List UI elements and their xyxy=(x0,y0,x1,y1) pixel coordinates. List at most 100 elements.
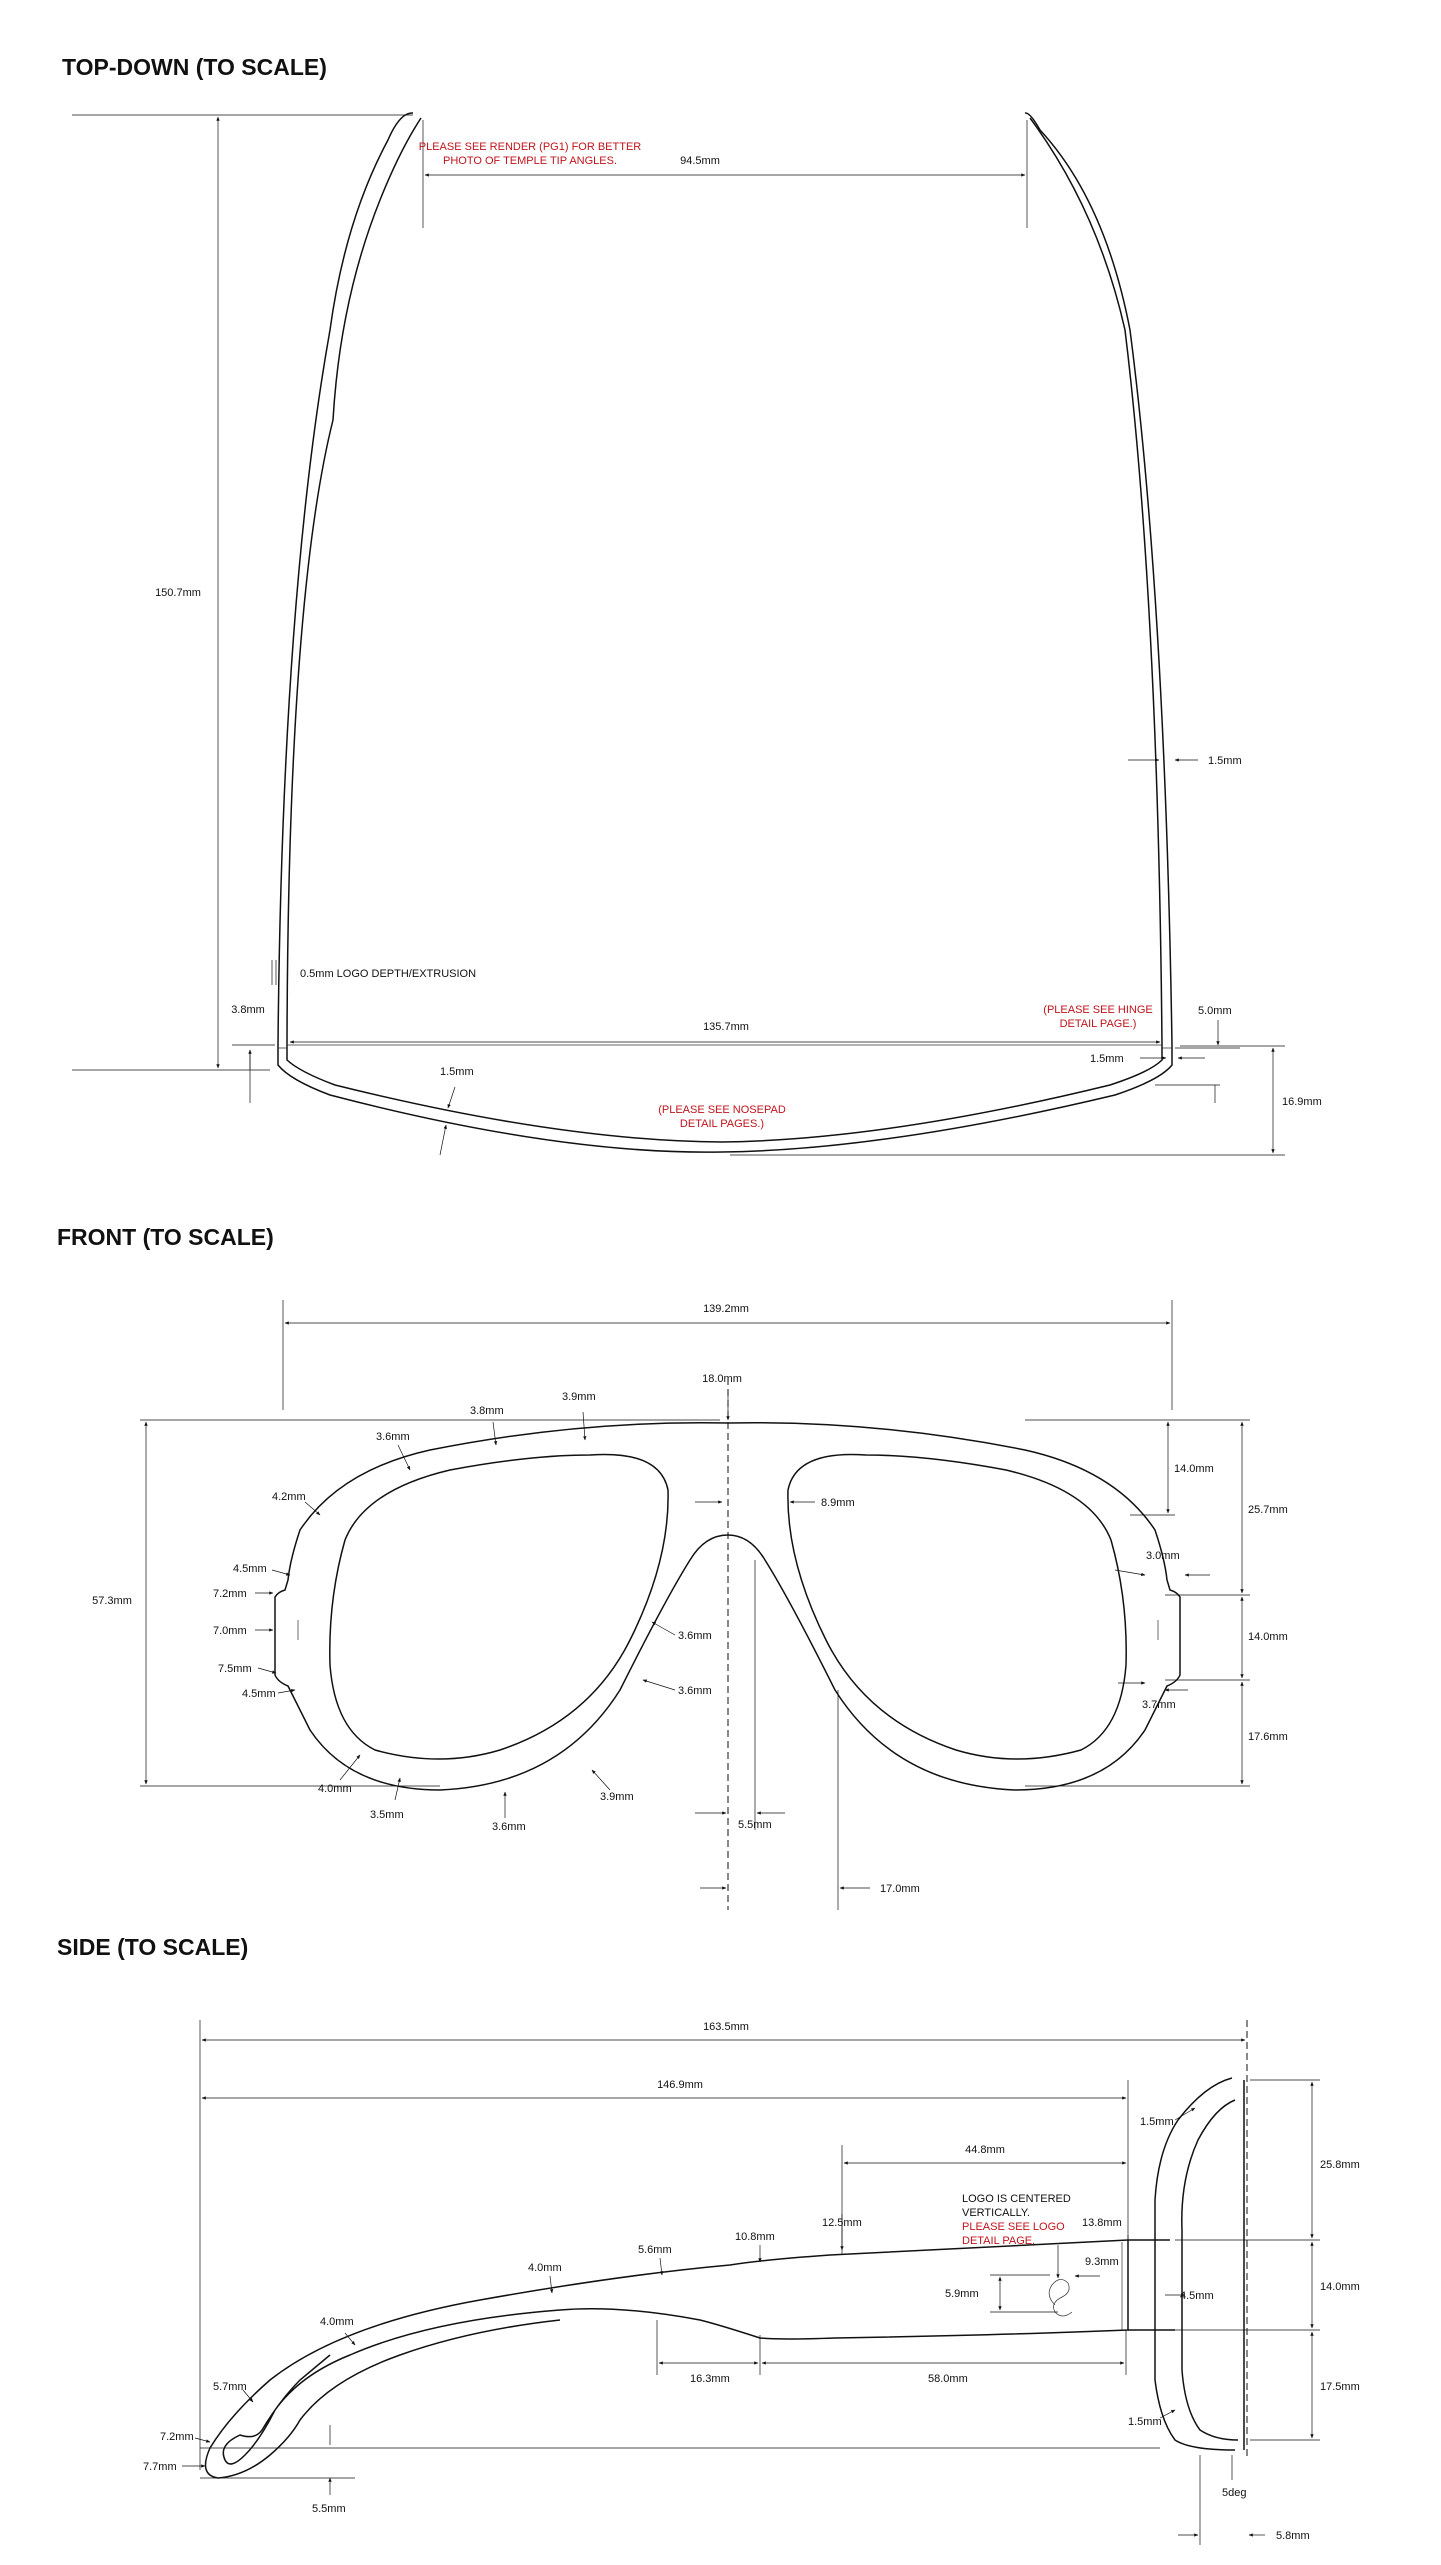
dim-1-5-label: 1.5mm xyxy=(1140,2116,1174,2128)
s59-label: 5.9mm xyxy=(945,2288,979,2300)
dim-overall-width-label: 139.2mm xyxy=(703,1303,749,1315)
top-down-view: TOP-DOWN (TO SCALE) 94.5mm PLEASE SEE RE… xyxy=(62,54,1322,1156)
front-view-title: FRONT (TO SCALE) xyxy=(57,1224,274,1250)
dim-right-stack: 14.0mm 25.7mm 14.0mm 17.6mm xyxy=(1025,1419,1288,1787)
dim-front-thickness: 1.5mm xyxy=(439,1066,474,1156)
s45-label: 4.5mm xyxy=(1180,2290,1214,2302)
top-down-title: TOP-DOWN (TO SCALE) xyxy=(62,54,327,80)
s93-label: 9.3mm xyxy=(1085,2256,1119,2268)
dim-44-label: 44.8mm xyxy=(965,2144,1005,2156)
dim-top-right-label: 14.0mm xyxy=(1174,1463,1214,1475)
s77-label: 7.7mm xyxy=(143,2461,177,2473)
s138-label: 13.8mm xyxy=(1082,2217,1122,2229)
s15b-arrow xyxy=(1159,2409,1176,2419)
thickness-label-8: 7.5mm xyxy=(218,1663,252,1675)
thickness-label-7: 7.0mm xyxy=(213,1625,247,1637)
dim-hinge-right-label: 5.0mm xyxy=(1198,1005,1232,1017)
s125-label: 12.5mm xyxy=(822,2217,862,2229)
side-view-title: SIDE (TO SCALE) xyxy=(57,1934,248,1960)
dim-length: 150.7mm xyxy=(72,114,413,1071)
dim-length-label: 150.7mm xyxy=(155,587,201,599)
thickness-label-18: 3.7mm xyxy=(1142,1699,1176,1711)
side-thickness-callouts: 12.5mm 13.8mm 10.8mm 5.6mm 4.0mm 4.0mm 5… xyxy=(143,2214,1160,2515)
thickness-label-17: 3.0mm xyxy=(1146,1550,1180,1562)
dim-lens-offset-label: 17.0mm xyxy=(880,1883,920,1895)
note-logo-line3: PLEASE SEE LOGO xyxy=(962,2221,1065,2233)
dim-height: 57.3mm xyxy=(92,1419,720,1787)
s163-label: 16.3mm xyxy=(690,2373,730,2385)
front-frame-outline xyxy=(274,1378,1181,1910)
thickness-label-14: 3.6mm xyxy=(678,1685,712,1697)
dim-height-label: 57.3mm xyxy=(92,1595,132,1607)
thickness-label-1: 3.8mm xyxy=(470,1405,504,1417)
dim-logo-depth: 0.5mm LOGO DEPTH/EXTRUSION xyxy=(271,960,476,985)
dim-depth: 16.9mm xyxy=(730,1045,1322,1156)
thickness-label-11: 3.5mm xyxy=(370,1809,404,1821)
s56-label: 5.6mm xyxy=(638,2244,672,2256)
note-logo-line1: LOGO IS CENTERED xyxy=(962,2193,1071,2205)
dim-258-label: 25.8mm xyxy=(1320,2159,1360,2171)
s55-label: 5.5mm xyxy=(312,2503,346,2515)
logo-mark: 5.9mm 9.3mm xyxy=(945,2245,1119,2317)
dim-44: 44.8mm xyxy=(841,2144,1127,2254)
note-nosepad-line1: (PLEASE SEE NOSEPAD xyxy=(658,1104,786,1116)
dim-nose-width: 5.5mm xyxy=(695,1560,785,1831)
thickness-label-13: 3.9mm xyxy=(600,1791,634,1803)
dim-temple-length-label: 146.9mm xyxy=(657,2079,703,2091)
dim-hinge-offset-label: 3.8mm xyxy=(231,1004,265,1016)
dim-temple-length: 146.9mm xyxy=(201,2079,1129,2240)
thickness-label-15: 3.6mm xyxy=(678,1630,712,1642)
note-nosepad-line2: DETAIL PAGES.) xyxy=(680,1118,764,1130)
side-view: SIDE (TO SCALE) 163.5mm 146.9mm xyxy=(57,1934,1360,2545)
thickness-label-4: 4.2mm xyxy=(272,1491,306,1503)
dim-mid-right-label: 14.0mm xyxy=(1248,1631,1288,1643)
dim-175-label: 17.5mm xyxy=(1320,2381,1360,2393)
thickness-label-16: 8.9mm xyxy=(821,1497,855,1509)
dim-logo-depth-label: 0.5mm LOGO DEPTH/EXTRUSION xyxy=(300,968,476,980)
dim-lens-offset: 17.0mm xyxy=(700,1690,920,1910)
s72-label: 7.2mm xyxy=(160,2431,194,2443)
dim-front-thickness-right-label: 1.5mm xyxy=(1090,1053,1124,1065)
note-hinge-line1: (PLEASE SEE HINGE xyxy=(1043,1004,1152,1016)
thickness-label-6: 7.2mm xyxy=(213,1588,247,1600)
dim-frame-width: 135.7mm xyxy=(289,1021,1161,1044)
dim-front-thickness-label: 1.5mm xyxy=(440,1066,474,1078)
s58-label: 5.8mm xyxy=(1276,2530,1310,2542)
dim-overall-width: 139.2mm xyxy=(282,1300,1173,1410)
thickness-label-3: 3.6mm xyxy=(376,1431,410,1443)
dim-nose-width-label: 5.5mm xyxy=(738,1819,772,1831)
dim-overall-label: 163.5mm xyxy=(703,2021,749,2033)
note-logo-line2: VERTICALLY. xyxy=(962,2207,1030,2219)
note-render-line1: PLEASE SEE RENDER (PG1) FOR BETTER xyxy=(419,141,642,153)
dim-inner-width: 94.5mm xyxy=(422,120,1028,228)
dim-frame-width-label: 135.7mm xyxy=(703,1021,749,1033)
front-thickness-callouts: 3.8mm 3.9mm 3.6mm 4.2mm 4.5mm 7.2mm 7.0m… xyxy=(213,1391,1210,1833)
s40a-label: 4.0mm xyxy=(528,2262,562,2274)
s40b-label: 4.0mm xyxy=(320,2316,354,2328)
side-dim-right-stack: 25.8mm 14.0mm 17.5mm xyxy=(1175,2079,1360,2441)
dim-depth-label: 16.9mm xyxy=(1282,1096,1322,1108)
dim-bridge-label: 18.0mm xyxy=(702,1373,742,1385)
dim-overall: 163.5mm xyxy=(199,2020,1246,2470)
dim-inner-width-label: 94.5mm xyxy=(680,155,720,167)
thickness-label-12: 3.6mm xyxy=(492,1821,526,1833)
dim-temple-thickness-label: 1.5mm xyxy=(1208,755,1242,767)
top-down-frame-outline xyxy=(277,112,1173,1153)
side-temple-outline xyxy=(204,2239,1129,2479)
thickness-label-2: 3.9mm xyxy=(562,1391,596,1403)
dim-58: 5.8mm xyxy=(1178,2455,1310,2545)
thickness-label-9: 4.5mm xyxy=(242,1688,276,1700)
dim-lower-spans: 16.3mm 58.0mm xyxy=(656,2320,1127,2385)
dim-lower-right-label: 17.6mm xyxy=(1248,1731,1288,1743)
s580-label: 58.0mm xyxy=(928,2373,968,2385)
dim-hinge-right: 5.0mm xyxy=(1175,1005,1240,1049)
thickness-label-10: 4.0mm xyxy=(318,1783,352,1795)
note-render-line2: PHOTO OF TEMPLE TIP ANGLES. xyxy=(443,155,617,167)
s108-label: 10.8mm xyxy=(735,2231,775,2243)
note-hinge-line2: DETAIL PAGE.) xyxy=(1060,1018,1137,1030)
front-view: FRONT (TO SCALE) 139.2mm 57.3mm xyxy=(57,1224,1288,1910)
deg-label: 5deg xyxy=(1222,2487,1246,2499)
s15b-label: 1.5mm xyxy=(1128,2416,1162,2428)
s57-label: 5.7mm xyxy=(213,2381,247,2393)
